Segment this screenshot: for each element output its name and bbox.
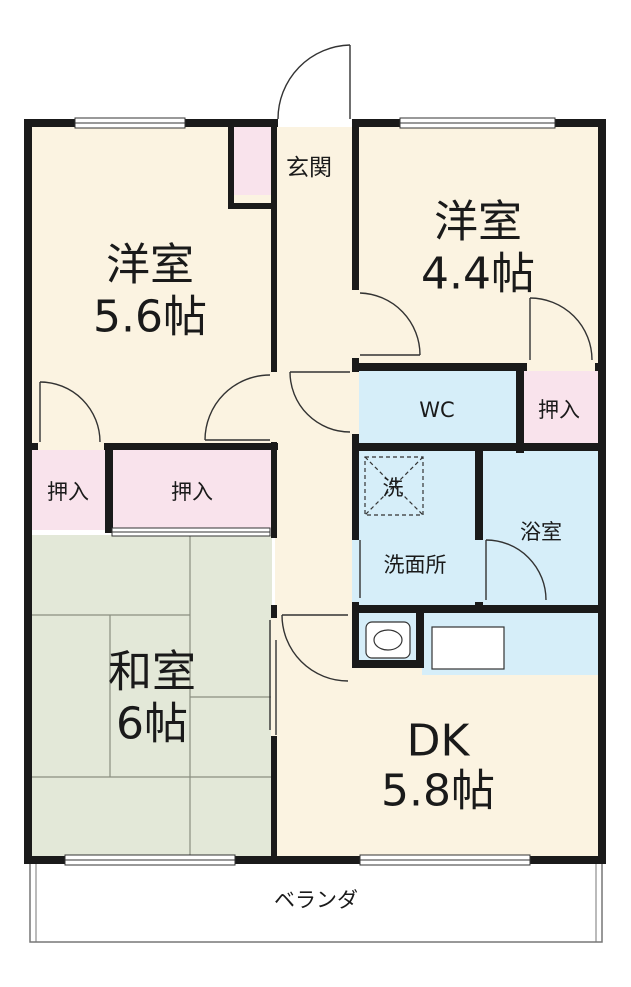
tatami-floor — [30, 535, 272, 857]
openings — [38, 119, 595, 736]
washroom-label: 洗面所 — [384, 553, 447, 577]
veranda — [29, 861, 603, 943]
western-right-size: 4.4帖 — [421, 249, 535, 300]
closet-small-floor — [30, 450, 108, 530]
washer-label: 洗 — [383, 476, 404, 500]
bath-floor — [482, 450, 600, 608]
corridor-floor — [275, 125, 355, 615]
closet-mid-label: 押入 — [171, 480, 213, 504]
bath-label: 浴室 — [520, 520, 562, 544]
western-left-name: 洋室 — [106, 240, 194, 291]
wash-basin — [365, 621, 411, 659]
western-right-floor — [355, 125, 600, 363]
dk-name: DK — [407, 716, 471, 767]
windows — [64, 117, 556, 866]
western-right-name: 洋室 — [434, 197, 522, 248]
closet-right-floor — [520, 368, 600, 446]
western-left-size: 5.6帖 — [93, 292, 207, 343]
wc-floor — [355, 368, 518, 446]
doors — [39, 44, 593, 735]
veranda-label: ベランダ — [274, 888, 358, 912]
kitchen-sink — [431, 626, 505, 670]
fixtures — [364, 456, 505, 670]
closet-mid-floor — [112, 450, 272, 530]
entrance-label: 玄関 — [286, 155, 332, 181]
entrance-floor — [275, 125, 353, 203]
closet-right-label: 押入 — [538, 398, 580, 422]
dk-size: 5.8帖 — [381, 766, 495, 817]
tatami-lines — [30, 535, 272, 857]
japanese-room-size: 6帖 — [116, 699, 188, 750]
wc-label: WC — [419, 398, 454, 422]
closet-small-label: 押入 — [47, 480, 89, 504]
labels: 洋室 5.6帖 洋室 4.4帖 和室 6帖 DK 5.8帖 玄関 WC 押入 押… — [47, 155, 580, 912]
japanese-room-name: 和室 — [108, 647, 196, 698]
washer-space — [364, 456, 424, 516]
entrance-closet-floor — [230, 125, 275, 195]
